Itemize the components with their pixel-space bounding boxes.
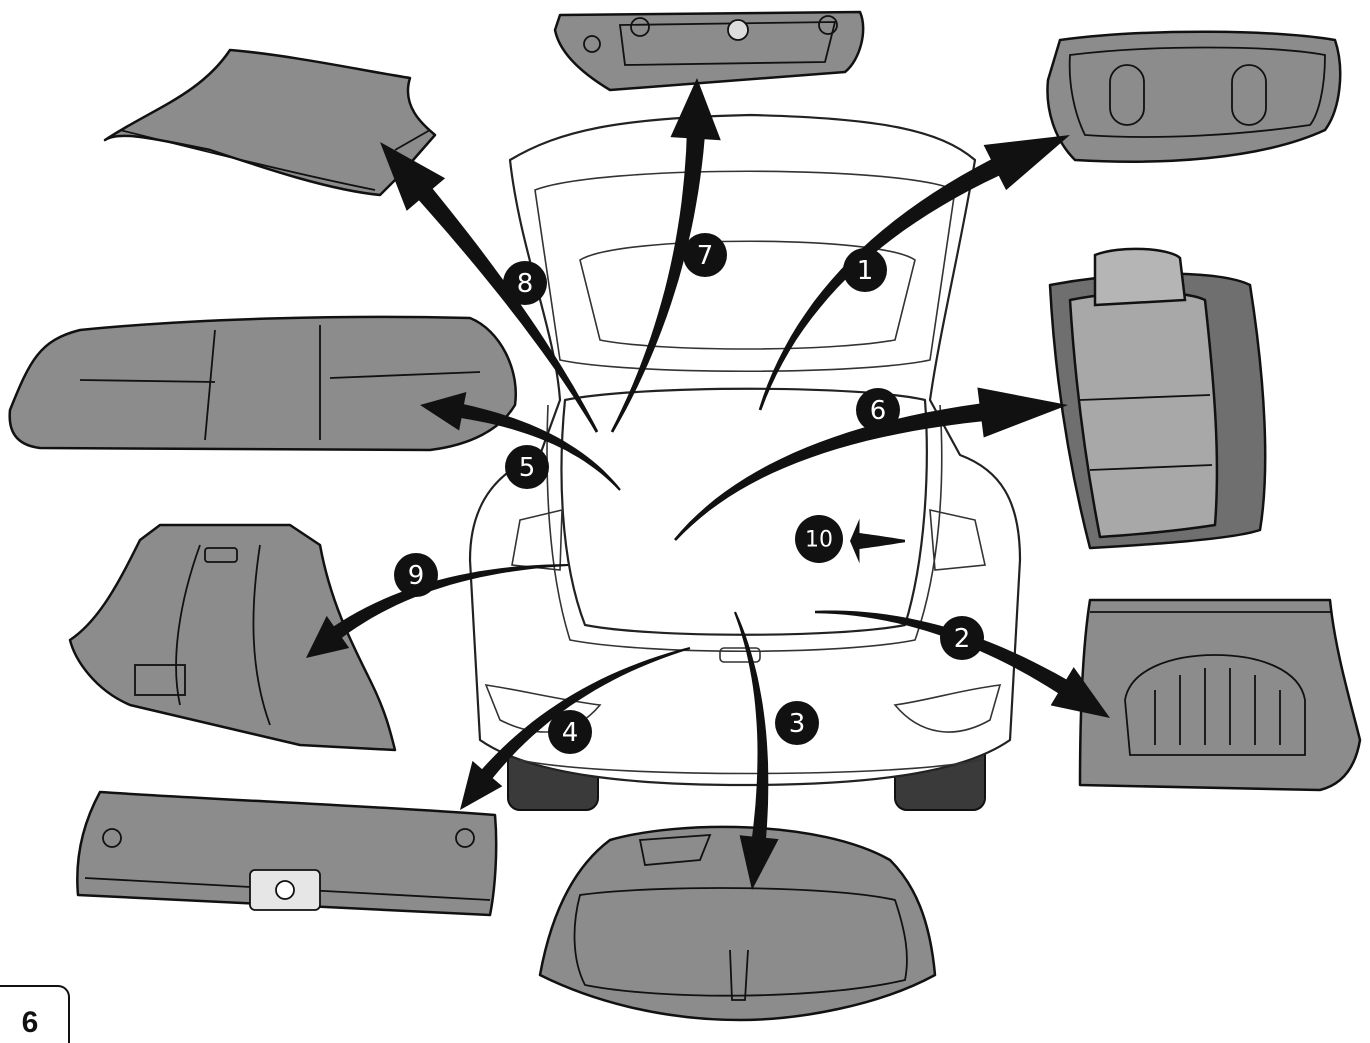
callout-10: 10 [795,515,843,563]
part-lower-side-trim [68,523,397,752]
part-upper-side-trim [103,48,437,197]
part-rear-seat-cushion [8,315,518,452]
callout-8: 8 [503,261,547,305]
arrow-2 [815,610,1110,718]
arrow-3 [734,611,779,890]
car-rear-view [468,113,1022,811]
arrow-10 [850,518,905,564]
callout-3: 3 [775,701,819,745]
callout-8-label: 8 [517,269,534,299]
callout-4-label: 4 [562,718,579,748]
callout-2: 2 [940,616,984,660]
callout-7-label: 7 [697,241,714,271]
part-trunk-floor-mat [1078,598,1362,792]
callout-5-label: 5 [519,453,536,483]
callout-10-label: 10 [805,528,833,553]
part-seat-backrest [1048,247,1267,550]
part-storage-tray [538,825,937,1022]
callout-2-label: 2 [954,624,971,654]
callout-6-label: 6 [870,396,887,426]
callout-6: 6 [856,388,900,432]
arrow-5 [420,392,621,491]
part-trunk-sill-trim [76,790,498,917]
part-parcel-shelf [1046,30,1342,163]
callout-7: 7 [683,233,727,277]
arrow-7 [610,78,721,433]
arrow-6 [674,387,1068,541]
callout-1: 1 [843,248,887,292]
callout-4: 4 [548,710,592,754]
callout-1-label: 1 [857,256,874,286]
arrow-4 [460,647,691,810]
part-tailgate-trim [553,10,865,92]
arrow-9 [306,564,568,658]
page-number-tab [0,985,70,1043]
callout-9: 9 [394,553,438,597]
arrows-layer [306,78,1110,890]
callout-5: 5 [505,445,549,489]
arrow-8 [380,142,599,433]
callout-3-label: 3 [789,709,806,739]
page-number: 6 [21,1006,39,1039]
callout-9-label: 9 [408,561,425,591]
